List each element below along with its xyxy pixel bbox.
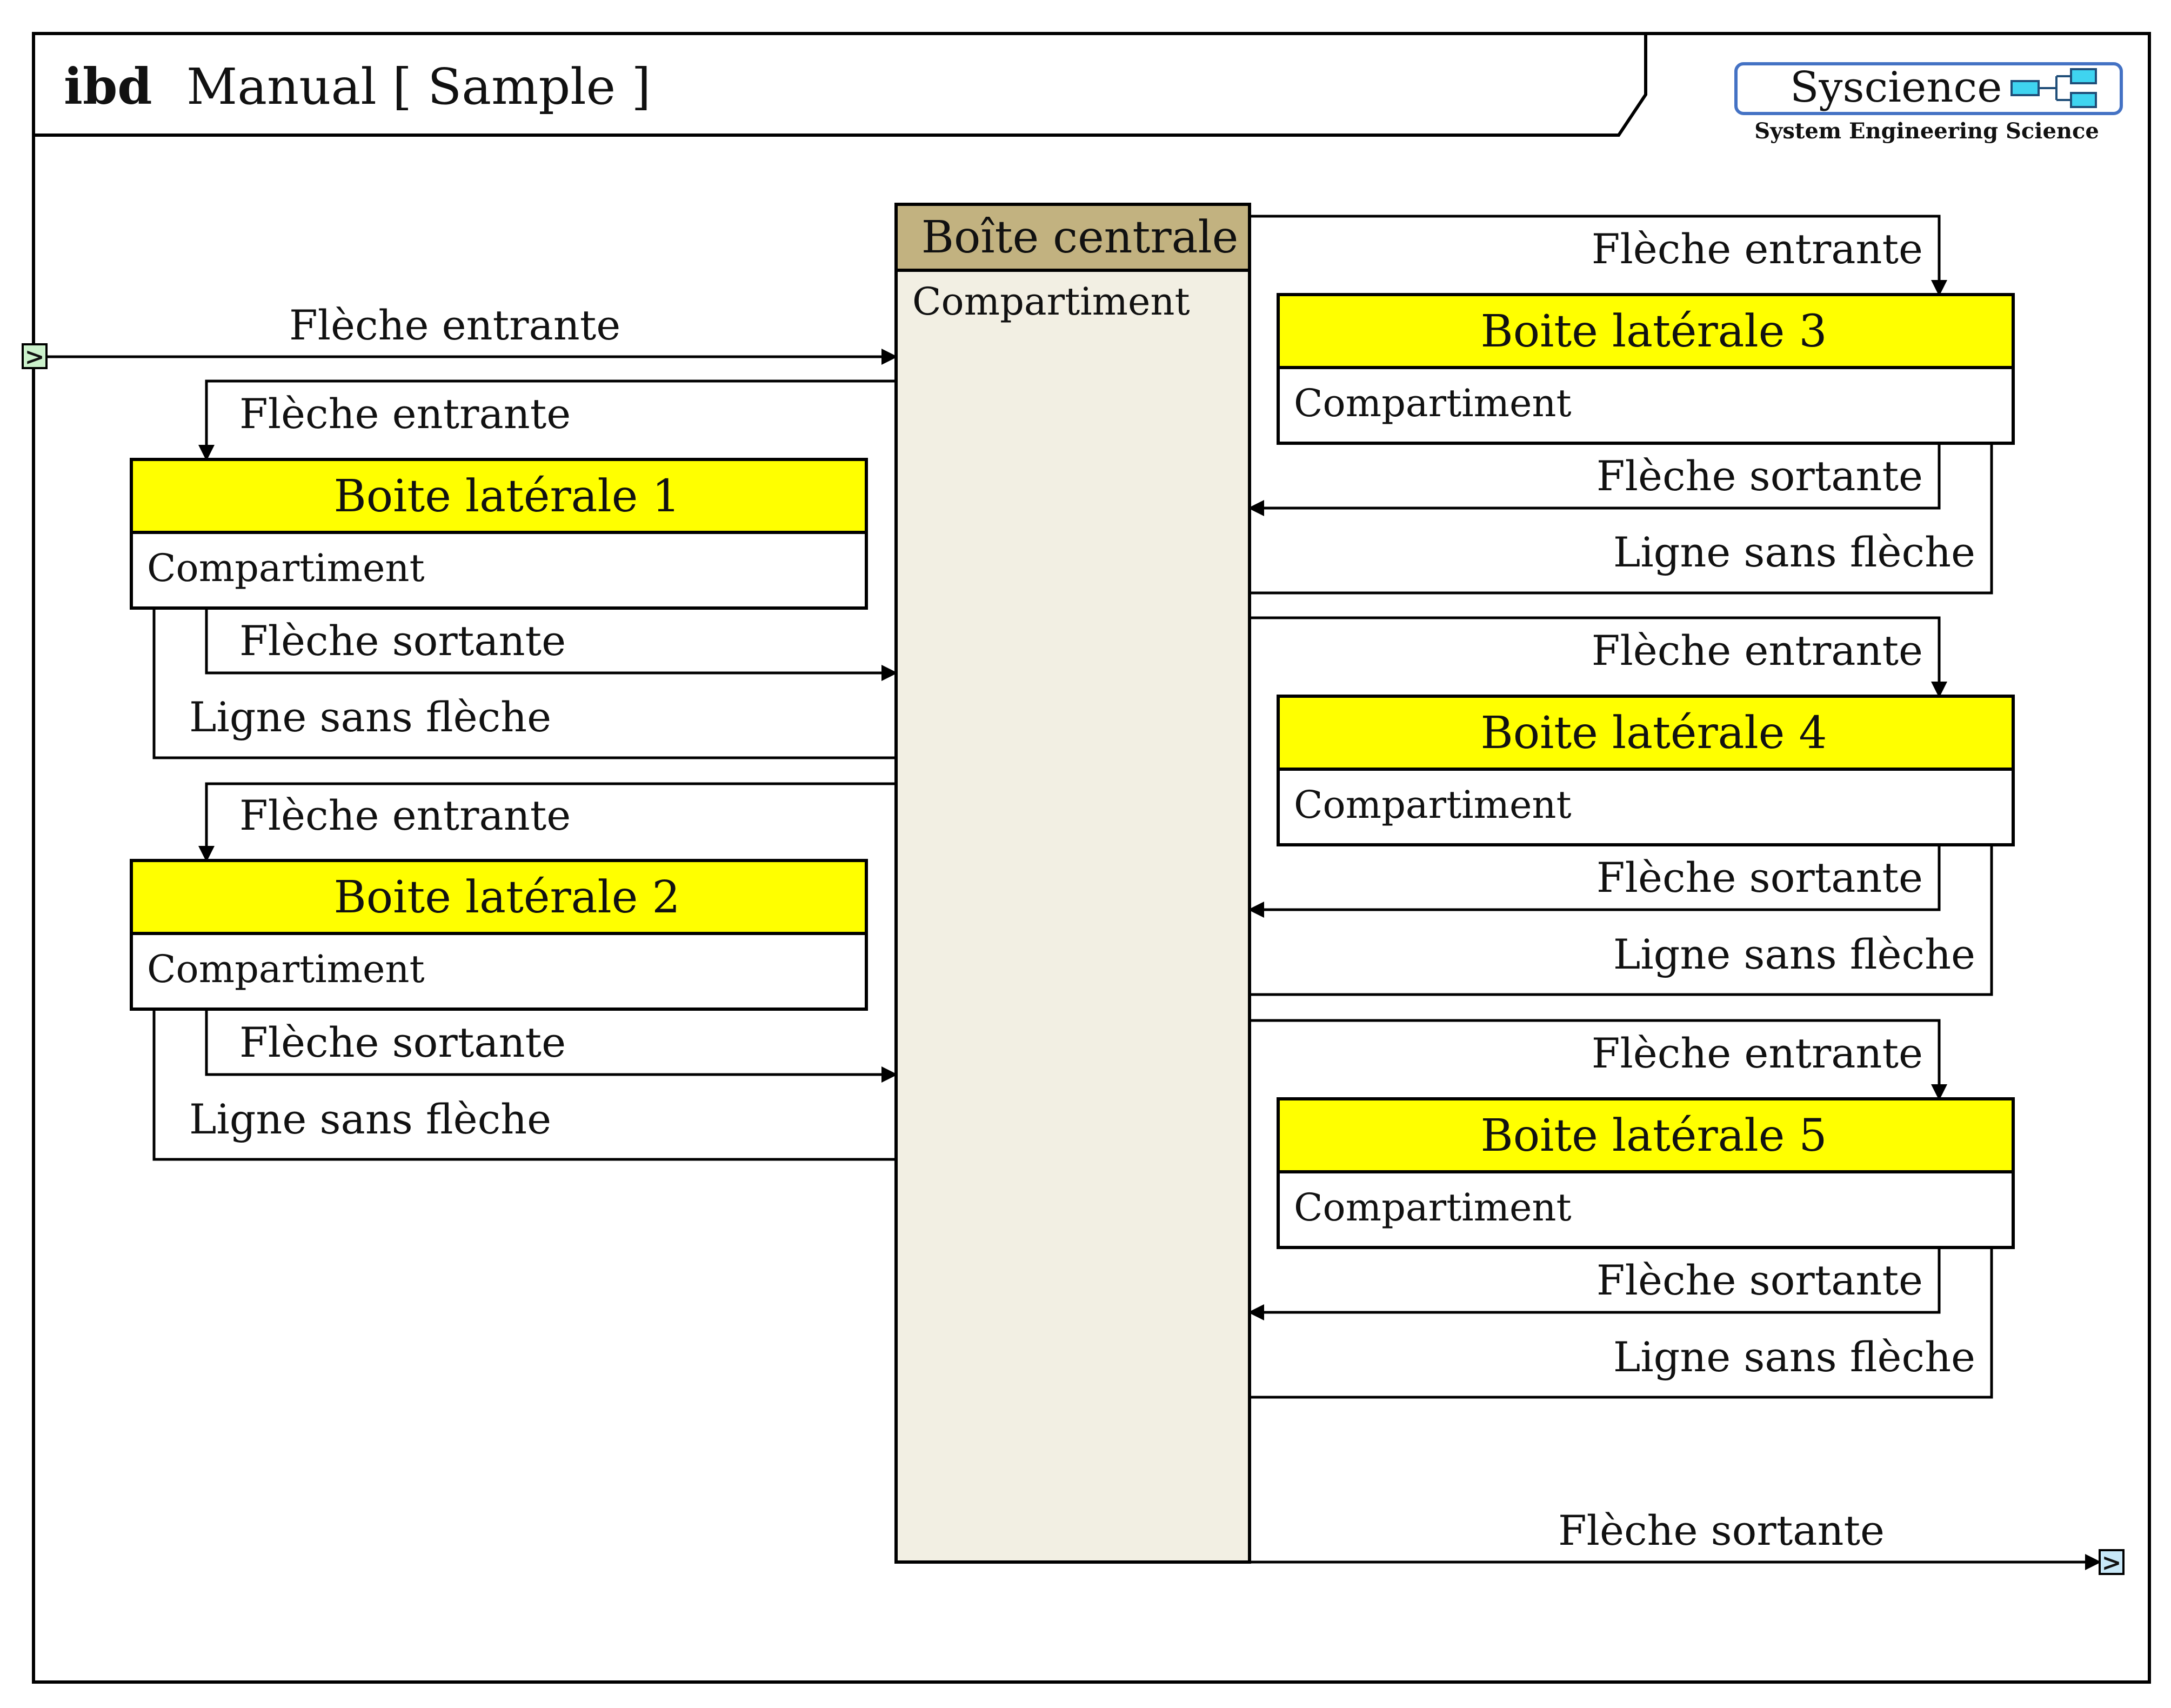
- lateral-2-line-label: Ligne sans flèche: [189, 1095, 551, 1143]
- lateral-3-compartment: Compartiment: [1294, 381, 1572, 425]
- frame-title: Manual [ Sample ]: [186, 58, 651, 116]
- lateral-3-out-label: Flèche sortante: [1596, 452, 1923, 500]
- lateral-5-out-label: Flèche sortante: [1596, 1256, 1923, 1304]
- lateral-1-out-arrow: [205, 608, 898, 681]
- input-port-label: Flèche entrante: [289, 301, 620, 349]
- lateral-1-title: Boite latérale 1: [333, 471, 680, 522]
- lateral-4-out-label: Flèche sortante: [1596, 853, 1923, 902]
- lateral-3-in-label: Flèche entrante: [1592, 225, 1923, 273]
- diagram-frame: [32, 32, 2151, 1684]
- lateral-4-in-arrow: [1250, 616, 1947, 698]
- input-port[interactable]: >: [22, 343, 48, 371]
- logo-blocks-icon: [2010, 68, 2097, 108]
- lateral-5-line-label: Ligne sans flèche: [1613, 1333, 1975, 1381]
- output-port-glyph: >: [2102, 1549, 2122, 1577]
- lateral-4-line-label: Ligne sans flèche: [1613, 930, 1975, 978]
- lateral-3-plain-line: [1250, 443, 1993, 595]
- lateral-2-compartment: Compartiment: [147, 947, 425, 991]
- lateral-4-compartment: Compartiment: [1294, 783, 1572, 827]
- lateral-2-title: Boite latérale 2: [333, 872, 680, 923]
- lateral-2-in-label: Flèche entrante: [239, 791, 571, 839]
- lateral-1-compartment: Compartiment: [147, 546, 425, 590]
- frame-header-tab: [34, 34, 1647, 137]
- lateral-box-2[interactable]: Boite latérale 2 Compartiment: [130, 859, 868, 1011]
- central-block[interactable]: Boîte centrale Compartiment: [894, 203, 1251, 1564]
- lateral-4-plain-line: [1250, 845, 1993, 996]
- frame-kind: ibd: [64, 57, 152, 116]
- logo-tagline: System Engineering Science: [1754, 118, 2099, 144]
- lateral-4-out-arrow: [1248, 845, 1941, 918]
- output-port[interactable]: >: [2099, 1549, 2125, 1577]
- lateral-2-out-arrow: [205, 1009, 898, 1083]
- lateral-5-compartment: Compartiment: [1294, 1185, 1572, 1230]
- lateral-5-plain-line: [1250, 1247, 1993, 1399]
- central-title: Boîte centrale: [921, 212, 1238, 263]
- lateral-3-line-label: Ligne sans flèche: [1613, 528, 1975, 576]
- lateral-4-title: Boite latérale 4: [1480, 708, 1827, 759]
- lateral-3-in-arrow: [1250, 215, 1947, 296]
- lateral-4-in-label: Flèche entrante: [1592, 626, 1923, 675]
- lateral-1-out-label: Flèche sortante: [239, 617, 566, 665]
- lateral-3-title: Boite latérale 3: [1480, 306, 1827, 357]
- central-header: [894, 203, 1251, 272]
- lateral-1-line-label: Ligne sans flèche: [189, 693, 551, 741]
- lateral-2-plain-line: [152, 1009, 896, 1161]
- lateral-5-out-arrow: [1248, 1247, 1941, 1320]
- lateral-box-5[interactable]: Boite latérale 5 Compartiment: [1277, 1097, 2015, 1249]
- lateral-1-in-label: Flèche entrante: [239, 390, 571, 438]
- lateral-box-1[interactable]: Boite latérale 1 Compartiment: [130, 458, 868, 610]
- lateral-2-in-arrow: [198, 782, 896, 862]
- lateral-1-in-arrow: [198, 379, 896, 461]
- logo-name: Syscience: [1790, 63, 2002, 112]
- logo-border: [1734, 62, 2123, 115]
- input-port-glyph: >: [25, 343, 45, 371]
- lateral-3-out-arrow: [1248, 443, 1941, 516]
- lateral-5-in-arrow: [1250, 1019, 1947, 1100]
- lateral-5-title: Boite latérale 5: [1480, 1110, 1827, 1162]
- lateral-box-4[interactable]: Boite latérale 4 Compartiment: [1277, 695, 2015, 846]
- lateral-5-in-label: Flèche entrante: [1592, 1029, 1923, 1077]
- lateral-box-3[interactable]: Boite latérale 3 Compartiment: [1277, 293, 2015, 445]
- lateral-2-out-label: Flèche sortante: [239, 1018, 566, 1066]
- central-compartment: Compartiment: [912, 279, 1190, 324]
- syscience-logo: Syscience System Engineering Science: [1734, 62, 2123, 144]
- lateral-1-plain-line: [152, 608, 896, 759]
- central-body: [894, 203, 1251, 1564]
- output-port-label: Flèche sortante: [1558, 1506, 1885, 1554]
